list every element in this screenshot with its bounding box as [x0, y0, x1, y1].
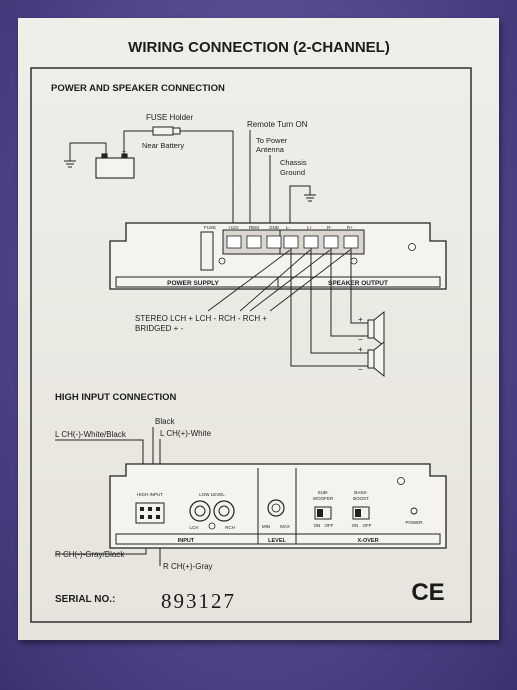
speaker-icon-bottom — [367, 340, 385, 378]
page-title: WIRING CONNECTION (2-CHANNEL) — [128, 39, 390, 56]
level-min-label: MIN — [262, 524, 270, 529]
level-max-label: MAX — [280, 524, 290, 529]
svg-text:−: − — [102, 151, 106, 158]
black-wire-label: Black — [155, 417, 176, 426]
rch-plus-label: R CH(+)-Gray — [163, 562, 213, 571]
power-antenna-label-1: To Power — [256, 136, 288, 145]
l-plus-terminal-label: L+ — [307, 225, 313, 230]
svg-text:+: + — [358, 345, 363, 354]
svg-text:+: + — [358, 315, 363, 324]
amplifier-front-panel — [109, 463, 447, 549]
stereo-wiring-row: STEREO LCH + LCH - RCH - RCH + — [135, 314, 267, 323]
gnd-terminal-label: GND — [269, 225, 280, 230]
amplifier-terminal-panel — [109, 222, 447, 290]
speaker-icon-top — [367, 310, 385, 348]
r-minus-terminal-label: R- — [327, 225, 332, 230]
remote-turn-on-label: Remote Turn ON — [247, 120, 308, 129]
battery-icon — [95, 153, 135, 179]
fuse-holder-icon — [152, 126, 181, 136]
near-battery-label: Near Battery — [142, 141, 184, 150]
input-section-label: INPUT — [178, 538, 195, 544]
rem-terminal-label: REM — [249, 225, 259, 230]
power-antenna-label-2: Antenna — [256, 145, 285, 154]
level-section-label: LEVEL — [268, 538, 286, 544]
lch-jack-label: LCH — [189, 525, 198, 530]
svg-text:−: − — [358, 365, 363, 374]
ground-symbol-battery — [64, 142, 107, 168]
wiring-diagram-sheet: WIRING CONNECTION (2-CHANNEL) POWER AND … — [18, 18, 499, 640]
serial-number-label: SERIAL NO.: — [55, 594, 115, 605]
bass-boost-on-label: ON — [352, 523, 359, 528]
low-level-label: LOW LEVEL — [199, 492, 225, 497]
sub-woofer-label-2: WOOFER — [313, 496, 334, 501]
rch-minus-label: R CH(-)-Gray/Black — [55, 550, 125, 559]
fuse-holder-label: FUSE Holder — [146, 113, 193, 122]
plus12v-terminal-label: +12V — [228, 225, 239, 230]
power-led-label: POWER — [405, 520, 423, 525]
lch-plus-label: L CH(+)-White — [160, 429, 212, 438]
power-supply-label: POWER SUPPLY — [167, 280, 219, 287]
ground-symbol-chassis — [304, 194, 316, 202]
inner-frame — [30, 67, 472, 623]
bass-boost-label-2: BOOST — [353, 496, 369, 501]
bass-boost-label-1: BASS- — [354, 490, 368, 495]
l-minus-terminal-label: L- — [286, 225, 291, 230]
bass-boost-off-label: OFF — [363, 523, 372, 528]
chassis-label-2: Ground — [280, 168, 305, 177]
section-heading-power: POWER AND SPEAKER CONNECTION — [51, 83, 225, 94]
wiring-diagram: WIRING CONNECTION (2-CHANNEL) POWER AND … — [30, 39, 472, 623]
sub-woofer-on-label: ON — [314, 523, 321, 528]
section-heading-high-input: HIGH INPUT CONNECTION — [55, 392, 177, 403]
speaker-output-label: SPEAKER OUTPUT — [328, 280, 388, 287]
r-plus-terminal-label: R+ — [347, 225, 353, 230]
bridged-wiring-row: BRIDGED + - — [135, 324, 184, 333]
serial-number-value: 893127 — [161, 589, 236, 613]
lch-minus-label: L CH(-)-White/Black — [55, 430, 127, 439]
ce-mark: CE — [411, 579, 444, 606]
sub-woofer-off-label: OFF — [325, 523, 334, 528]
chassis-label-1: Chassis — [280, 158, 307, 167]
fuse-terminal-label: FUSE — [204, 225, 216, 230]
sub-woofer-label-1: SUB- — [318, 490, 329, 495]
rch-jack-label: RCH — [225, 525, 235, 530]
svg-text:−: − — [358, 335, 363, 344]
xover-section-label: X-OVER — [357, 538, 378, 544]
high-input-label: HIGH INPUT — [137, 492, 163, 497]
